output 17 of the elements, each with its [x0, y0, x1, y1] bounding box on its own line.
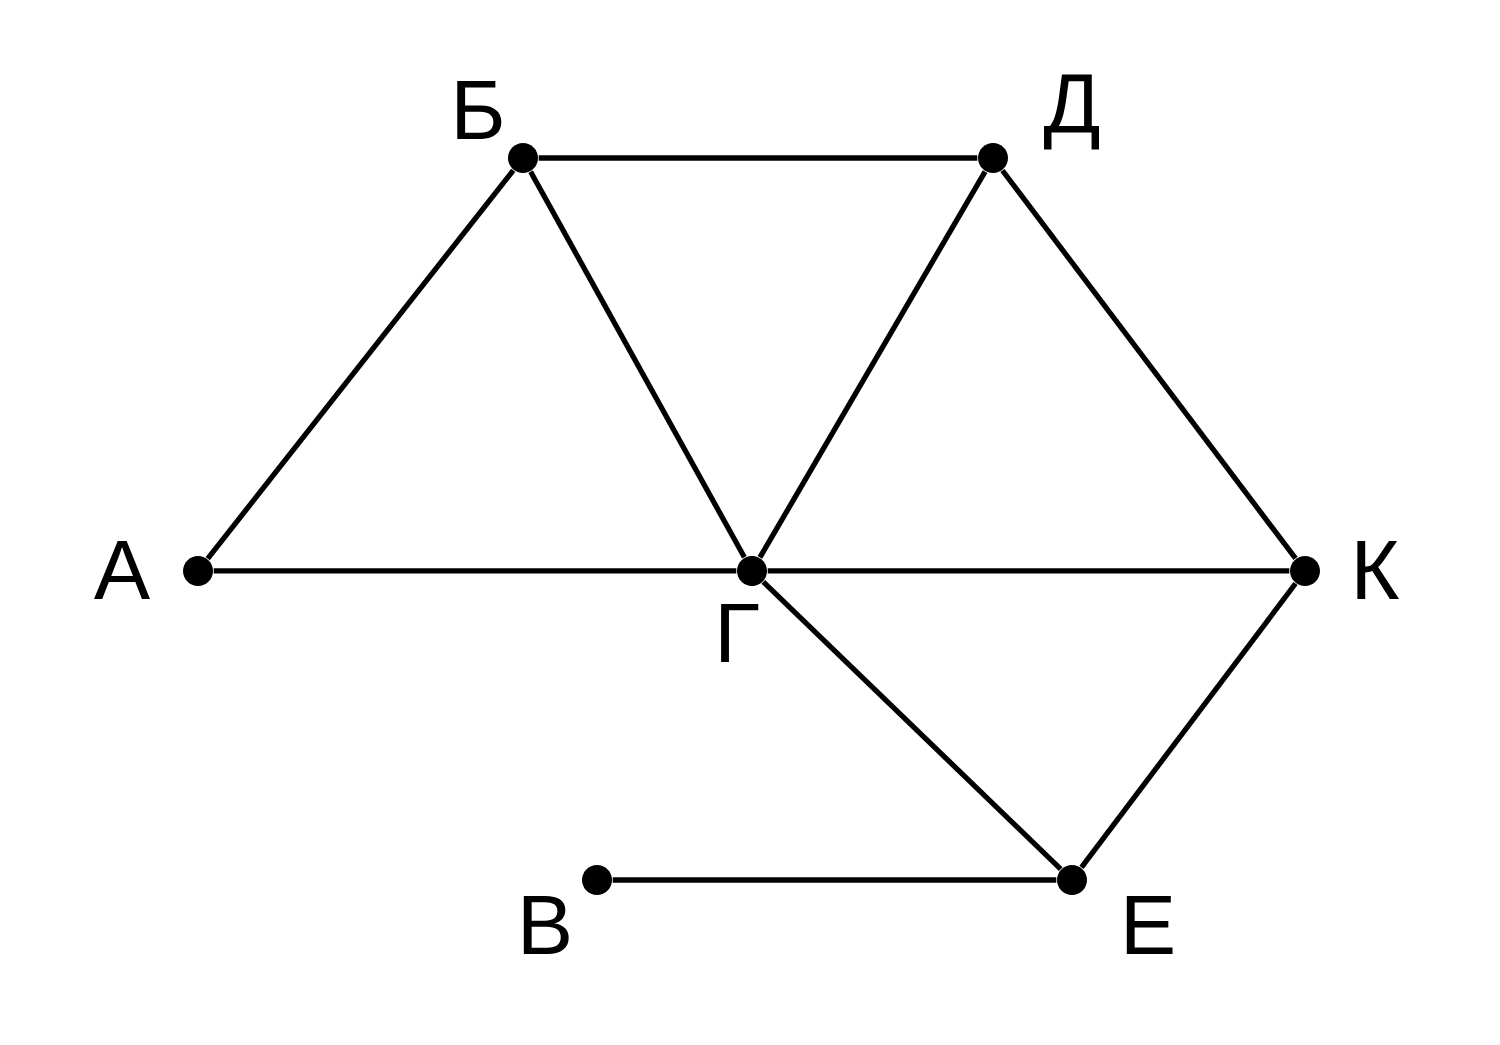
line [612, 877, 1057, 883]
line [538, 155, 978, 161]
line [757, 170, 988, 559]
point-label: Г [721, 604, 759, 662]
line [761, 580, 1063, 871]
line [767, 568, 1290, 574]
point-label: Б [457, 80, 502, 139]
line [528, 170, 747, 559]
line [213, 568, 737, 574]
line [205, 168, 516, 561]
point-label: К [1357, 540, 1400, 599]
line [1079, 581, 1298, 870]
point-label: А [94, 540, 150, 599]
point-label: Д [1044, 74, 1099, 150]
point-label: В [523, 895, 569, 954]
line [1000, 168, 1298, 561]
point-label: Е [1126, 895, 1173, 954]
